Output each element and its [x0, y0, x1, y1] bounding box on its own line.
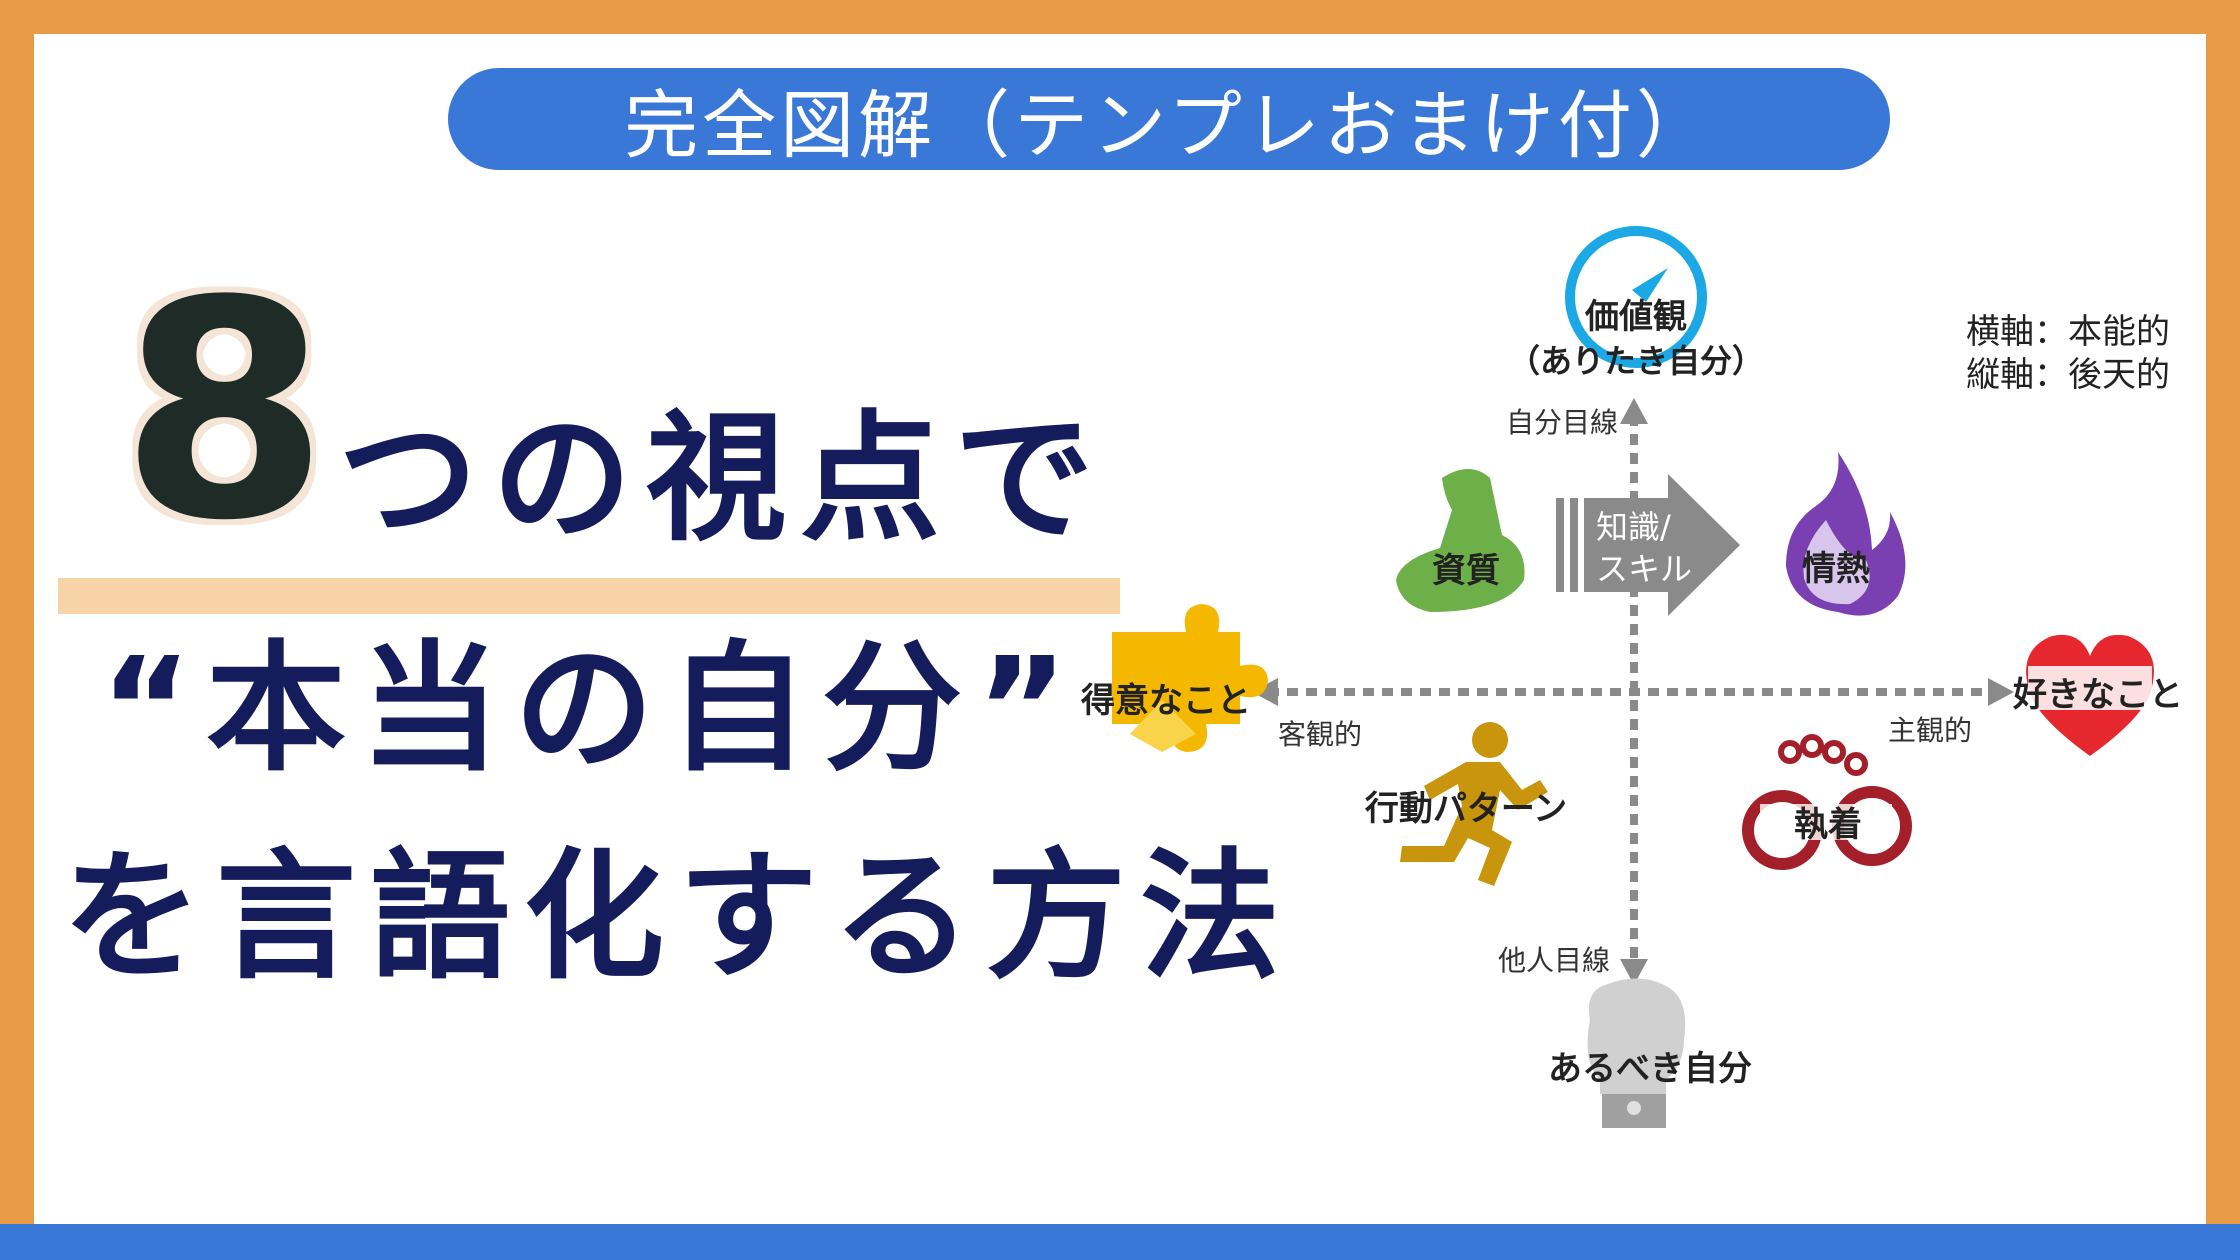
arrow-down-icon [1620, 959, 1648, 985]
knowledge-arrow-icon [1556, 474, 1740, 616]
likes-label: 好きなこと [2012, 675, 2183, 715]
legend-horizontal: 横軸：本能的 [1966, 312, 2170, 352]
axis-label-top: 自分目線 [1506, 406, 1618, 439]
runner-icon [1400, 722, 1548, 886]
arrow-up-icon [1620, 398, 1648, 424]
heart-icon [2026, 634, 2154, 756]
nature-label: 資質 [1432, 551, 1500, 591]
blue-bottom-bar [0, 1224, 2240, 1260]
headline-line-2: “本当の自分” [100, 628, 1083, 791]
content-card [34, 34, 2206, 1224]
axes [1252, 398, 2014, 985]
ought-label: あるべき自分 [1548, 1049, 1752, 1089]
values-sublabel: （ありたき自分） [1508, 342, 1764, 380]
attachment-label: 執着 [1794, 805, 1862, 845]
headline-line-3: を言語化する方法 [62, 836, 1295, 999]
headline-line-1: つの視点で [338, 398, 1109, 561]
values-label: 価値観 [1584, 297, 1687, 337]
axis-label-right: 主観的 [1888, 714, 1972, 747]
handcuffs-icon [1742, 734, 1912, 870]
puzzle-icon [1112, 604, 1268, 752]
axis-label-bottom: 他人目線 [1498, 944, 1610, 977]
brain-lock-icon [1587, 978, 1686, 1128]
title-banner: 完全図解（テンプレおまけ付） [448, 68, 1890, 170]
passion-label: 情熱 [1802, 549, 1870, 589]
flame-icon [1786, 452, 1906, 616]
axis-label-left: 客観的 [1278, 718, 1362, 751]
compass-icon [1565, 226, 1707, 368]
muscle-icon [1396, 469, 1525, 612]
headline-number: 8 [120, 237, 329, 586]
knowledge-sublabel: スキル [1596, 550, 1692, 588]
legend-vertical: 縦軸：後天的 [1966, 355, 2170, 395]
knowledge-label: 知識/ [1596, 508, 1671, 546]
strength-label: 得意なこと [1080, 681, 1251, 721]
title-banner-text: 完全図解（テンプレおまけ付） [624, 82, 1714, 169]
arrow-right-icon [1988, 678, 2014, 706]
headline-underline [58, 578, 1120, 614]
arrow-left-icon [1252, 678, 1278, 706]
behavior-label: 行動パターン [1365, 789, 1567, 829]
